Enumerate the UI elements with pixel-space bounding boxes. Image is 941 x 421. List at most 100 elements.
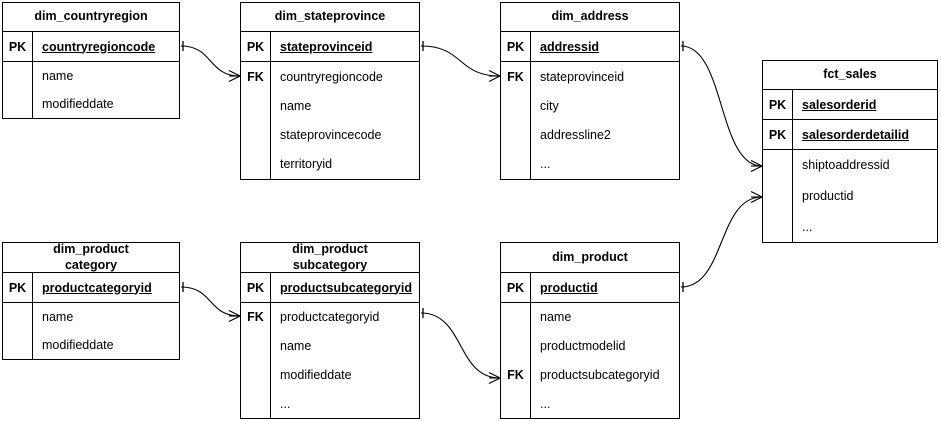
entity-title: dim_countryregion xyxy=(3,3,179,32)
attribute-key-column: FK xyxy=(241,62,271,179)
primary-key-field: addressid xyxy=(540,39,600,54)
attribute-field: countryregioncode xyxy=(280,69,383,84)
entity-title: dim_product category xyxy=(3,242,179,273)
attribute-field: name xyxy=(280,98,312,113)
attribute-key-badge xyxy=(501,121,530,150)
attribute-key-badge xyxy=(3,331,32,359)
relationship-stateprovince-to-address xyxy=(420,41,501,82)
relationship-address-to-fctsales xyxy=(680,41,763,172)
attribute-key-badge xyxy=(501,332,530,361)
key-row[interactable]: PK countryregioncode xyxy=(3,32,179,62)
attribute-name-column: productcategoryid name modifieddate... xyxy=(271,303,419,418)
attribute-key-badge xyxy=(763,181,792,212)
primary-key-field: countryregioncode xyxy=(42,39,156,54)
attribute-key-badge xyxy=(241,121,270,150)
attribute-key-column: FK xyxy=(501,303,531,418)
attribute-field: addressline2 xyxy=(540,128,611,143)
attribute-key-badge: FK xyxy=(247,69,264,84)
entity-title: dim_address xyxy=(501,3,679,32)
attribute-field: stateprovinceid xyxy=(540,69,625,84)
attribute-block: shiptoaddressid productid... xyxy=(763,150,937,242)
entity-title: fct_sales xyxy=(763,61,937,90)
attribute-key-badge: FK xyxy=(507,69,524,84)
attribute-name-column: countryregioncode name stateprovincecode te… xyxy=(271,62,419,179)
attribute-field: name xyxy=(540,310,572,325)
attribute-field: name xyxy=(280,339,312,354)
attribute-key-badge xyxy=(3,62,32,90)
key-row[interactable]: PK salesorderdetailid xyxy=(763,120,937,150)
attribute-field: name xyxy=(42,69,74,83)
attribute-field: modifieddate xyxy=(280,367,352,382)
attribute-key-badge xyxy=(3,303,32,331)
attribute-field: territoryid xyxy=(280,157,333,172)
key-row[interactable]: PK productid xyxy=(501,273,679,303)
key-row[interactable]: PK productsubcategoryid xyxy=(241,273,419,303)
attribute-key-badge xyxy=(501,389,530,418)
attribute-field: shiptoaddressid xyxy=(802,158,890,173)
primary-key-field: productcategoryid xyxy=(42,280,152,295)
attribute-field: ... xyxy=(540,396,551,411)
attribute-key-badge xyxy=(241,91,270,120)
key-row[interactable]: PK productcategoryid xyxy=(3,273,179,303)
attribute-key-badge xyxy=(241,361,270,390)
relationship-product-to-fctsales xyxy=(680,191,763,292)
key-badge: PK xyxy=(501,273,531,302)
primary-key-field: salesorderdetailid xyxy=(802,127,909,142)
relationship-productcategory-to-subcategory xyxy=(180,282,241,322)
key-badge: PK xyxy=(501,32,531,61)
key-row[interactable]: PK addressid xyxy=(501,32,679,62)
attribute-key-badge: FK xyxy=(507,367,524,382)
attribute-key-badge xyxy=(763,211,792,242)
key-badge: PK xyxy=(241,273,271,302)
attribute-key-column xyxy=(763,150,793,242)
attribute-key-column xyxy=(3,62,33,118)
attribute-key-badge xyxy=(501,303,530,332)
primary-key-field: productsubcategoryid xyxy=(280,280,412,295)
relationship-countryregion-to-stateprovince xyxy=(180,41,241,82)
primary-key-field: productid xyxy=(540,280,598,295)
key-badge: PK xyxy=(3,273,33,302)
attribute-key-column: FK xyxy=(501,62,531,179)
primary-key-field: stateprovinceid xyxy=(280,39,373,54)
attribute-field: stateprovincecode xyxy=(280,128,382,143)
key-row[interactable]: PK salesorderid xyxy=(763,90,937,120)
key-row[interactable]: PK stateprovinceid xyxy=(241,32,419,62)
entity-title: dim_stateprovince xyxy=(241,3,419,32)
attribute-field: ... xyxy=(280,396,291,411)
attribute-field: city xyxy=(540,98,559,113)
key-badge: PK xyxy=(241,32,271,61)
attribute-name-column: shiptoaddressid productid... xyxy=(793,150,937,242)
attribute-key-badge xyxy=(241,332,270,361)
entity-title: dim_product subcategory xyxy=(241,242,419,273)
attribute-field: ... xyxy=(802,219,813,234)
attribute-field: productsubcategoryid xyxy=(540,367,660,382)
entity-title: dim_product xyxy=(501,243,679,273)
key-badge: PK xyxy=(3,32,33,61)
attribute-field: productid xyxy=(802,189,854,203)
attribute-block: FK countryregioncode name stateprovincecode… xyxy=(241,62,419,179)
key-badge: PK xyxy=(763,120,793,149)
primary-key-field: salesorderid xyxy=(802,97,877,112)
attribute-field: modifieddate xyxy=(42,338,114,352)
key-badge: PK xyxy=(763,90,793,119)
attribute-key-column xyxy=(3,303,33,359)
attribute-field: productcategoryid xyxy=(280,310,380,325)
relationship-subcategory-to-product xyxy=(420,308,501,384)
